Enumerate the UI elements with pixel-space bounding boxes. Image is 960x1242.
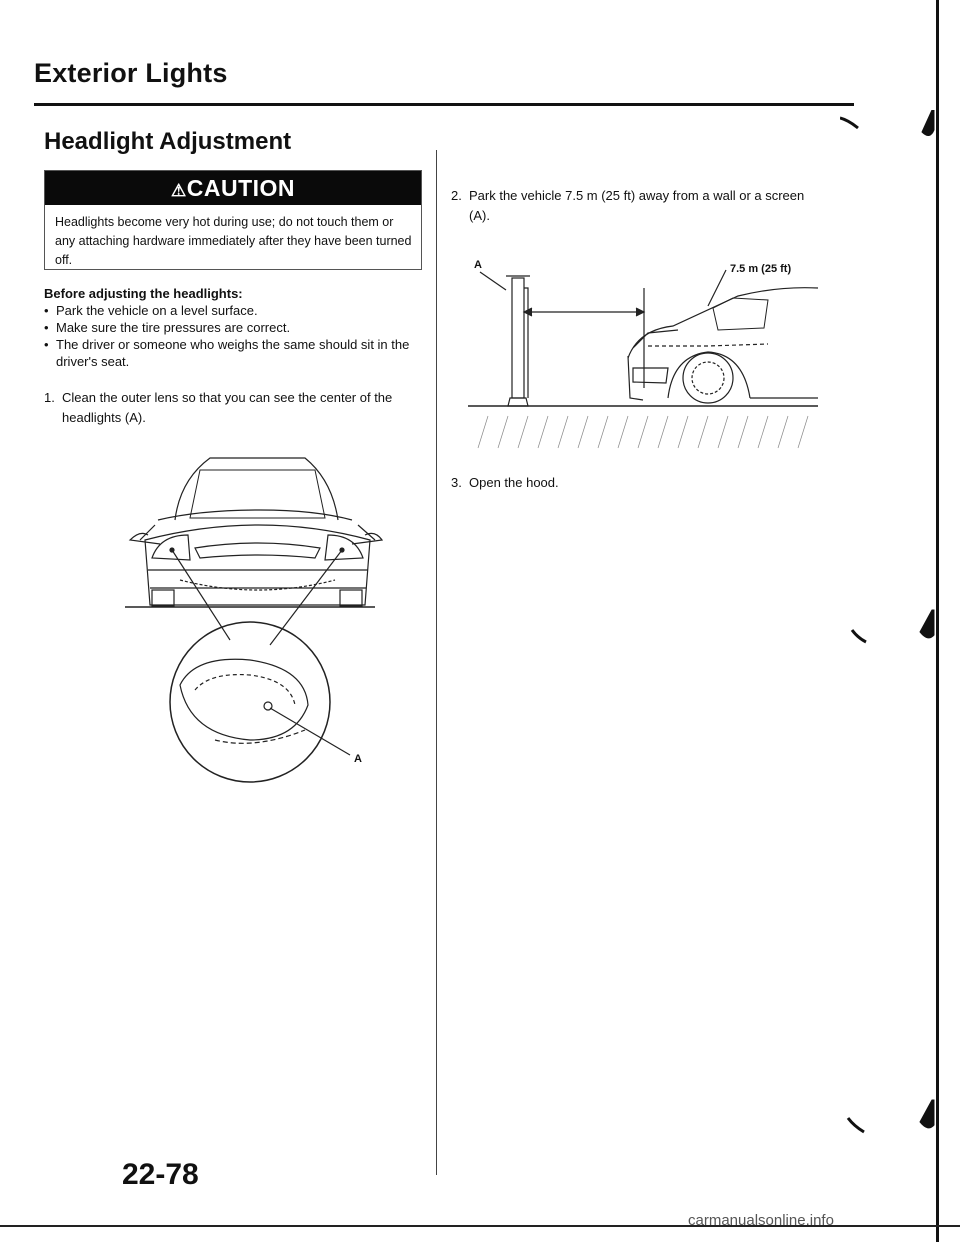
- grille: [194, 542, 321, 559]
- caution-box: ⚠CAUTION Headlights become very hot duri…: [44, 170, 422, 270]
- ground-hatching: [477, 415, 809, 449]
- caution-text: Headlights become very hot during use; d…: [55, 215, 412, 267]
- binding-edge-line: [936, 0, 939, 1242]
- car-roof-outline: [174, 457, 339, 521]
- header-rule: [34, 103, 854, 106]
- distance-figure: A 7.5 m (25 ft): [468, 259, 819, 449]
- distance-label: 7.5 m (25 ft): [730, 263, 791, 275]
- headlight-center-mark: [263, 701, 273, 711]
- before-heading: Before adjusting the headlights:: [44, 286, 243, 301]
- step-number: 1.: [44, 390, 55, 405]
- step-1: 1. Clean the outer lens so that you can s…: [44, 388, 419, 428]
- corner-mark: [840, 116, 859, 130]
- caution-heading-text: CAUTION: [186, 175, 296, 201]
- column-divider: [436, 150, 437, 1175]
- headlight-front-figure: A: [125, 457, 384, 783]
- step-number: 2.: [451, 188, 462, 203]
- step-2: 2. Park the vehicle 7.5 m (25 ft) away fr…: [451, 186, 831, 226]
- bullet-icon: •: [44, 337, 49, 352]
- bullet-icon: •: [44, 303, 49, 318]
- caution-heading: ⚠CAUTION: [45, 171, 421, 205]
- page-title: Exterior Lights: [34, 58, 228, 88]
- step-3: 3. Open the hood.: [451, 475, 831, 490]
- step-text: Clean the outer lens so that you can see…: [62, 390, 393, 425]
- right-headlight: [324, 534, 364, 561]
- screen-post: [511, 277, 525, 399]
- corner-mark: [921, 110, 935, 136]
- watermark-text: carmanualsonline.info: [688, 1212, 834, 1229]
- bullet-icon: •: [44, 320, 49, 335]
- right-mirror: [351, 532, 384, 545]
- leader-line: [171, 549, 231, 641]
- list-item: •Make sure the tire pressures are correc…: [44, 320, 291, 335]
- corner-mark: [919, 1099, 935, 1129]
- footer-rule: [0, 1225, 960, 1227]
- warning-triangle-icon: ⚠: [170, 181, 187, 200]
- windshield: [189, 469, 326, 519]
- leader-line: [269, 549, 343, 646]
- front-wheel: [682, 352, 734, 404]
- corner-mark: [846, 1117, 865, 1134]
- leader-line: [707, 269, 727, 307]
- car-body-front: [144, 524, 371, 606]
- step-text: Park the vehicle 7.5 m (25 ft) away from…: [469, 188, 805, 223]
- list-item: •Park the vehicle on a level surface.: [44, 303, 258, 318]
- car-window: [712, 297, 769, 331]
- car-headlight: [632, 367, 669, 384]
- page-number: 22-78: [122, 1158, 199, 1191]
- zoomed-headlight-lens: [179, 658, 309, 741]
- list-item: •The driver or someone who weighs the sa…: [44, 337, 410, 369]
- leader-line: [269, 707, 351, 756]
- zoom-circle: [169, 621, 331, 783]
- step-text: Open the hood.: [469, 475, 559, 490]
- step-number: 3.: [451, 475, 462, 490]
- binding-marks: [840, 110, 935, 1134]
- screen-base: [507, 397, 529, 407]
- headlight-callout-label: A: [354, 753, 362, 765]
- leader-line: [479, 271, 507, 291]
- subsection-title: Headlight Adjustment: [44, 128, 292, 155]
- corner-mark: [850, 629, 867, 644]
- before-adjusting-block: Before adjusting the headlights: •Park t…: [44, 285, 424, 370]
- corner-mark: [919, 609, 935, 639]
- left-headlight: [151, 534, 191, 561]
- car-hood-outline: [627, 287, 819, 359]
- screen-callout-label: A: [474, 259, 482, 271]
